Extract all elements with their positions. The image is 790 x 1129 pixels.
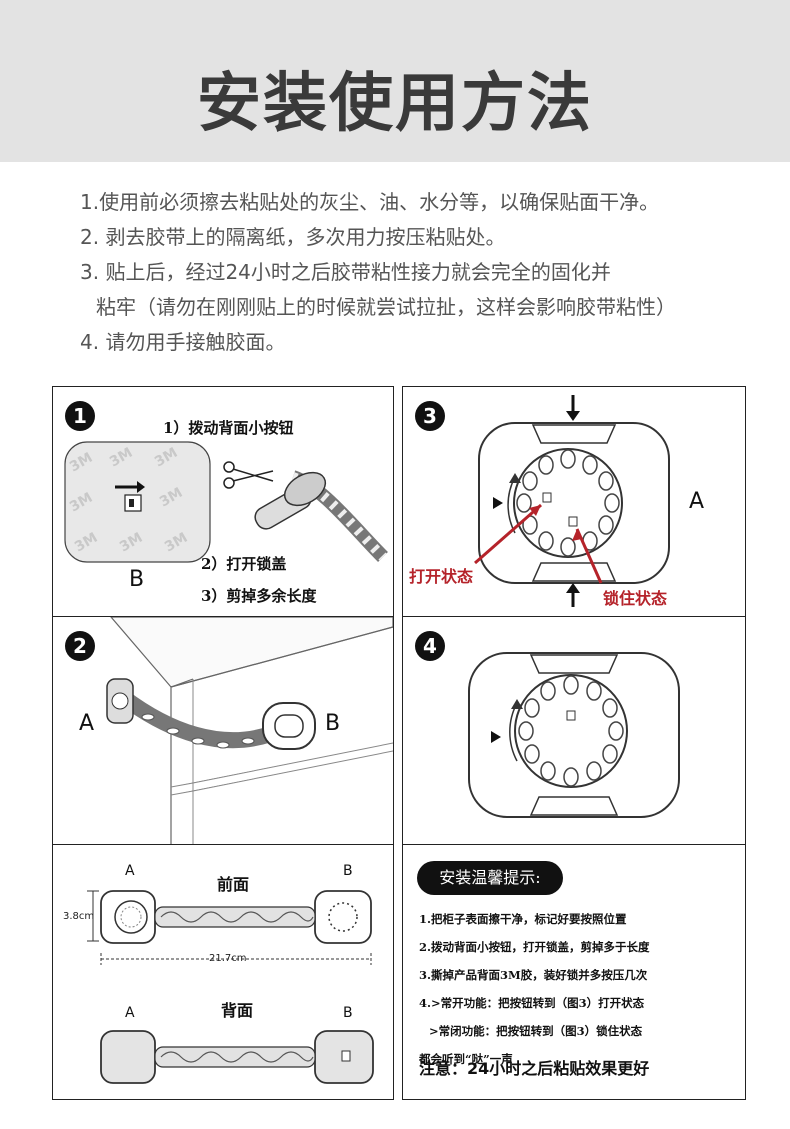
dimension-panel: A B 前面 3.8cm 21.7cm A B 背面: [52, 844, 394, 1100]
tip-2: 2.拨动背面小按钮，打开锁盖，剪掉多于长度: [419, 940, 650, 954]
back-a-label: A: [125, 1005, 135, 1021]
open-state-label: 打开状态: [409, 567, 474, 586]
back-b-label: B: [343, 1005, 353, 1021]
step-4-illustration: [468, 652, 680, 818]
step-2-panel: 2 A B: [52, 616, 394, 846]
front-b-label: B: [343, 863, 353, 879]
part-b-label: B: [325, 711, 341, 736]
step-1-panel: 1 1）拨动背面小按钮 3M 3M 3M 3M 3M 3M 3M 3M 2）打开…: [52, 386, 394, 618]
header-band: [0, 0, 790, 162]
tip-1: 1.把柜子表面擦干净，标记好要按照位置: [419, 912, 627, 926]
step-1-label-2: 2）打开锁盖: [201, 555, 287, 573]
instruction-3-cont: 粘牢（请勿在刚刚贴上的时候就尝试拉扯，这样会影响胶带粘性）: [96, 295, 676, 319]
step-number: 3: [415, 401, 445, 431]
part-a-label: A: [689, 489, 705, 514]
step-4-panel: 4: [402, 616, 746, 846]
tips-list: 1.把柜子表面擦干净，标记好要按照位置 2.拨动背面小按钮，打开锁盖，剪掉多于长…: [419, 911, 739, 1079]
step-3-panel: 3 A 打开状态 锁住状态: [402, 386, 746, 618]
back-label: 背面: [221, 1001, 254, 1020]
front-label: 前面: [217, 875, 250, 894]
part-a-label: A: [79, 711, 95, 736]
tip-5: >常闭功能：把按钮转到（图3）锁住状态: [429, 1024, 643, 1038]
front-a-label: A: [125, 863, 135, 879]
step-2-illustration: [106, 617, 393, 845]
tips-panel: 安装温馨提示: 1.把柜子表面擦干净，标记好要按照位置 2.拨动背面小按钮，打开…: [402, 844, 746, 1100]
instructions: 1.使用前必须擦去粘贴处的灰尘、油、水分等，以确保贴面干净。 2. 剥去胶带上的…: [80, 186, 760, 361]
step-1-label-3: 3）剪掉多余长度: [201, 587, 317, 605]
tips-title: 安装温馨提示:: [417, 861, 563, 895]
instruction-1: 1.使用前必须擦去粘贴处的灰尘、油、水分等，以确保贴面干净。: [80, 190, 660, 214]
step-number: 2: [65, 631, 95, 661]
locked-state-label: 锁住状态: [603, 589, 668, 608]
instruction-4: 4. 请勿用手接触胶面。: [80, 330, 286, 354]
instruction-2: 2. 剥去胶带上的隔离纸，多次用力按压粘贴处。: [80, 225, 506, 249]
step-1-label-1: 1）拨动背面小按钮: [163, 419, 294, 437]
dimension-illustration: [87, 890, 374, 1084]
tip-4: 4.>常开功能：把按钮转到（图3）打开状态: [419, 996, 645, 1010]
part-b-label: B: [129, 567, 145, 592]
page-title: 安装使用方法: [197, 67, 593, 141]
tip-3: 3.撕掉产品背面3M胶，装好锁并多按压几次: [419, 968, 648, 982]
instruction-3: 3. 贴上后，经过24小时之后胶带粘性接力就会完全的固化并: [80, 260, 611, 284]
note: 注意：24小时之后粘贴效果更好: [419, 1059, 650, 1078]
step-1-illustration: 3M 3M 3M 3M 3M 3M 3M 3M: [64, 441, 388, 563]
height-dimension: 3.8cm: [63, 911, 95, 922]
step-number: 4: [415, 631, 445, 661]
tip-6: 都会听到“哒”一声: [419, 1052, 513, 1066]
step-3-illustration: [474, 395, 670, 607]
step-number: 1: [65, 401, 95, 431]
